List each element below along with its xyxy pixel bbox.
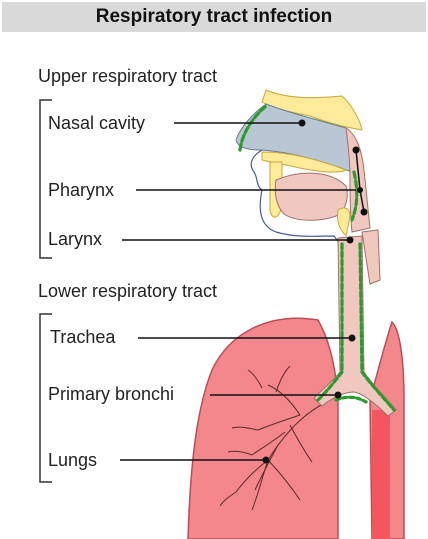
pharynx-dot-bottom <box>360 208 368 216</box>
nasal-cavity-dot <box>298 119 306 127</box>
primary-bronchi-dot <box>334 391 342 399</box>
esophagus <box>361 229 381 285</box>
group-brackets <box>39 99 52 483</box>
primary-bronchi-label: Primary bronchi <box>48 384 174 404</box>
tongue <box>274 172 348 221</box>
upper-tract-label: Upper respiratory tract <box>38 66 217 86</box>
title-bar: Respiratory tract infection <box>2 2 426 32</box>
lungs-illustration <box>187 317 405 539</box>
right-lung <box>187 317 339 539</box>
trachea-dot <box>348 334 356 342</box>
pharynx-dot-top <box>352 146 360 154</box>
pharynx-shape <box>345 127 371 233</box>
infection-marks <box>238 104 396 412</box>
leader-dots <box>262 119 368 464</box>
face-outline <box>250 149 341 245</box>
larynx-dot <box>346 236 354 244</box>
diagram-title: Respiratory tract infection <box>95 6 333 27</box>
leader-lines <box>120 122 365 461</box>
pharynx-dot <box>357 187 363 193</box>
blood-vessel <box>372 410 390 539</box>
lower-bracket <box>39 313 52 483</box>
lungs-label: Lungs <box>48 450 97 470</box>
larynx-label: Larynx <box>48 229 102 249</box>
lower-tract-label: Lower respiratory tract <box>38 281 217 301</box>
lungs-dot <box>262 456 270 464</box>
trachea-label: Trachea <box>50 327 116 347</box>
upper-bracket <box>39 99 52 259</box>
epiglottis <box>337 207 351 238</box>
nasal-cavity-label: Nasal cavity <box>48 113 145 133</box>
pharynx-label: Pharynx <box>48 180 114 200</box>
